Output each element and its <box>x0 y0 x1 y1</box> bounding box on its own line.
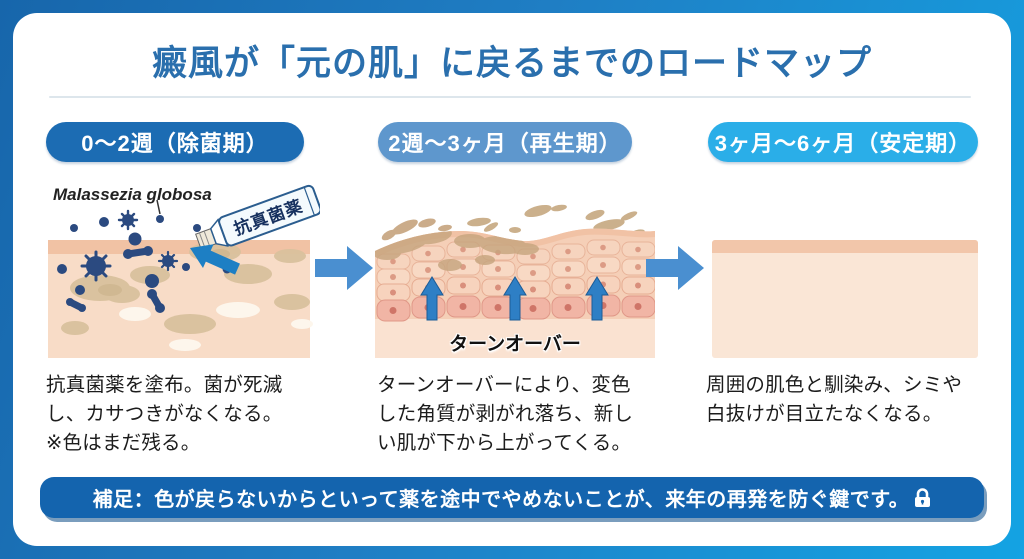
spiky-fungus <box>80 209 179 282</box>
footer-note: 補足：色が戻らないからといって薬を途中でやめないことが、来年の再発を防ぐ鍵です。 <box>40 477 984 518</box>
stage-3-pill: 3ヶ月〜6ヶ月（安定期） <box>708 122 978 162</box>
content-card: 癜風が「元の肌」に戻るまでのロードマップ 0〜2週（除菌期） 2週〜3ヶ月（再生… <box>13 13 1011 546</box>
fungus-annotation: Malassezia globosa <box>53 185 212 204</box>
skin-illustration-stage-2 <box>375 204 655 358</box>
title-divider <box>49 96 971 98</box>
skin-illustration-stage-3 <box>712 240 978 358</box>
lock-icon <box>915 487 931 507</box>
skin-illustration-stage-1: 抗真菌薬 <box>48 184 320 358</box>
annotation-pointer-line <box>156 199 161 215</box>
skin-surface-band <box>712 240 978 253</box>
turnover-label: ターンオーバー <box>449 334 581 355</box>
stage-3-description: 周囲の肌色と馴染み、シミや 白抜けが目立たなくなる。 <box>706 374 963 425</box>
stage-2-description: ターンオーバーにより、変色 した角質が剥がれ落ち、新し い肌が下から上がってくる… <box>377 374 634 454</box>
arrow-stage2-to-3-icon <box>646 246 704 290</box>
stage-1-pill: 0〜2週（除菌期） <box>46 122 304 162</box>
footer-note-text: 補足：色が戻らないからといって薬を途中でやめないことが、来年の再発を防ぐ鍵です。 <box>92 489 910 511</box>
stage-1-description: 抗真菌薬を塗布。菌が死滅 し、カサつきがなくなる。 ※色はまだ残る。 <box>46 374 283 454</box>
apply-arrow-icon <box>190 244 240 275</box>
arrow-stage1-to-2-icon <box>315 246 373 290</box>
turnover-arrow-icons <box>420 276 609 321</box>
stage-2-pill: 2週〜3ヶ月（再生期） <box>378 122 632 162</box>
page-title: 癜風が「元の肌」に戻るまでのロードマップ <box>151 44 872 83</box>
